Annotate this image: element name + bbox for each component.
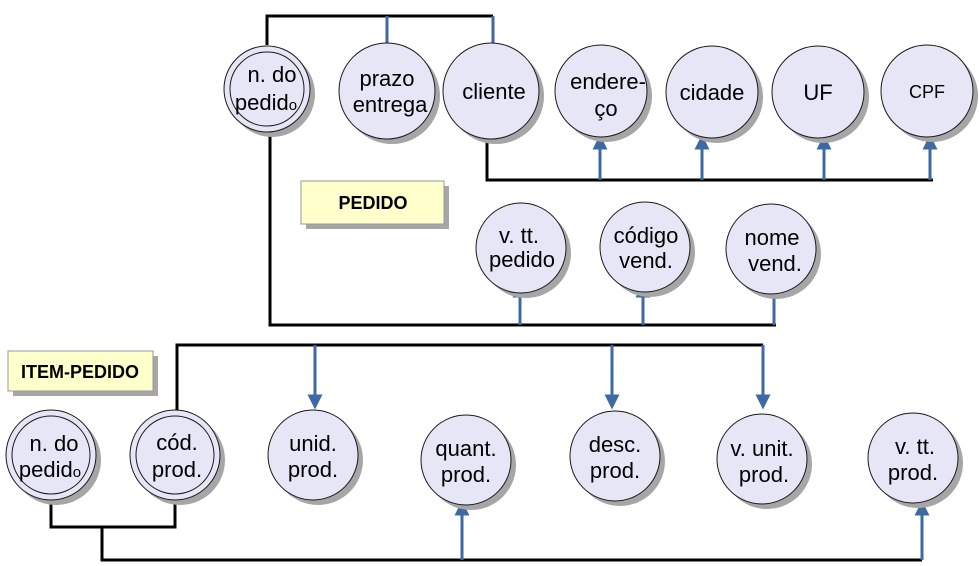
node-endereco: endere- ço xyxy=(554,44,652,142)
label-pedido: PEDIDO xyxy=(300,180,449,229)
node-uf: UF xyxy=(771,45,869,143)
label-item-pedido: ITEM-PEDIDO xyxy=(7,350,158,396)
node-text-line2: prod. xyxy=(739,462,789,487)
node-text-subscript: o xyxy=(73,464,81,481)
node-text-line2: vend. xyxy=(748,251,802,276)
connector-lines xyxy=(49,14,933,562)
node-text-line1: desc. xyxy=(589,432,642,457)
node-text-line1: n. do xyxy=(30,431,79,456)
node-codigo-vend: código vend. xyxy=(599,201,695,297)
node-text-line1: UF xyxy=(803,80,832,105)
node-cliente: cliente xyxy=(442,42,544,144)
node-pedido-n-pedido: n. do pedido xyxy=(223,45,315,137)
node-text-line1: n. do xyxy=(248,62,297,87)
node-cpf: CPF xyxy=(880,44,978,142)
node-text-line1: cód. xyxy=(156,430,198,455)
node-text-line1: endere- xyxy=(570,69,646,94)
svg-text:pedido: pedido xyxy=(19,457,81,482)
node-cod-prod: cód. prod. xyxy=(129,409,225,505)
node-text-line1: prazo xyxy=(359,66,414,91)
cliente-attr-bus xyxy=(485,132,933,182)
node-text-line1: v. tt. xyxy=(895,434,935,459)
node-v-unit-prod: v. unit. prod. xyxy=(716,413,812,509)
pedido-key-attr-bus xyxy=(268,132,776,327)
node-text-line1: nome xyxy=(744,225,799,250)
node-quant-prod: quant. prod. xyxy=(420,414,516,510)
node-text-line2: prod. xyxy=(590,458,640,483)
node-text-line2: ço xyxy=(594,96,617,121)
node-text-line1: unid. xyxy=(289,431,337,456)
node-cidade: cidade xyxy=(665,45,763,143)
node-text-subscript: o xyxy=(289,97,297,114)
pedido-key-top-bracket xyxy=(265,14,493,45)
node-text-line2: prod. xyxy=(441,462,491,487)
label-item-pedido-text: ITEM-PEDIDO xyxy=(21,362,139,382)
node-text-line2: vend. xyxy=(619,248,673,273)
node-text-line1: quant. xyxy=(435,436,496,461)
node-text-line2: pedid xyxy=(235,90,289,115)
node-text-line1: v. unit. xyxy=(730,436,793,461)
node-text-line1: cliente xyxy=(462,79,526,104)
node-text-line1: cidade xyxy=(680,80,745,105)
node-nome-vend: nome vend. xyxy=(725,203,821,299)
node-text-line2: prod. xyxy=(152,457,202,482)
node-item-n-pedido: n. do pedido xyxy=(5,409,101,505)
item-composite-attr-bus xyxy=(100,527,922,562)
node-v-tt-pedido: v. tt. pedido xyxy=(475,202,571,298)
node-text-line2: entrega xyxy=(353,92,428,117)
node-v-tt-prod: v. tt. prod. xyxy=(867,412,963,508)
node-text-line1: código xyxy=(614,223,679,248)
node-text-line1: v. tt. xyxy=(499,223,539,248)
item-key-bottom-bracket xyxy=(49,497,177,529)
svg-text:pedido: pedido xyxy=(235,90,297,115)
item-key-attr-bus xyxy=(175,343,763,412)
node-text-line1: CPF xyxy=(909,82,945,102)
node-text-line2: prod. xyxy=(288,457,338,482)
node-text-line2: pedido xyxy=(489,247,555,272)
node-text-line2: pedid xyxy=(19,457,73,482)
node-desc-prod: desc. prod. xyxy=(569,410,665,506)
node-text-line2: prod. xyxy=(888,460,938,485)
node-prazo-entrega: prazo entrega xyxy=(338,42,440,144)
node-unid-prod: unid. prod. xyxy=(267,409,363,505)
label-pedido-text: PEDIDO xyxy=(338,193,407,213)
